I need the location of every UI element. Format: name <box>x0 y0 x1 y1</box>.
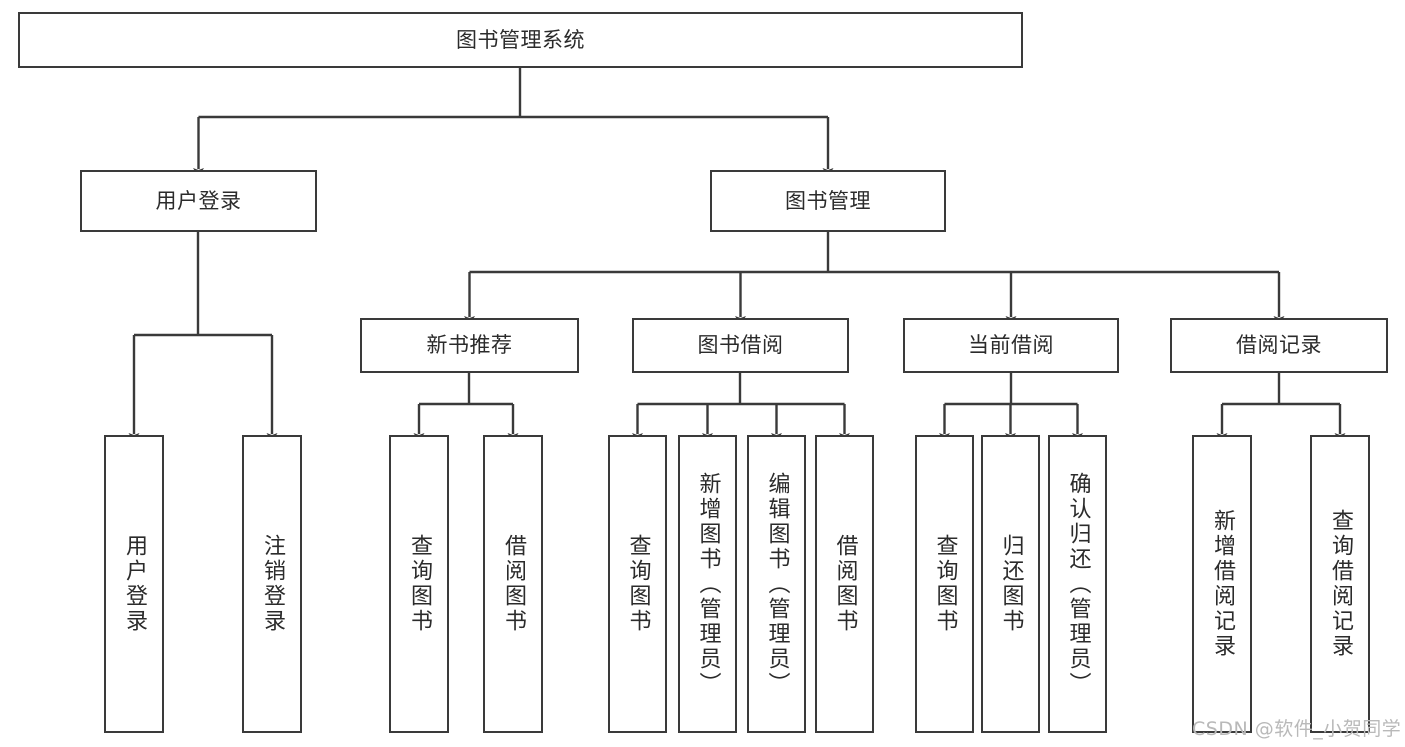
node-label: 用户登录 <box>155 188 242 213</box>
node-label: 注销登录 <box>260 534 285 634</box>
node-label: 查询借阅记录 <box>1328 509 1353 659</box>
node-label: 图书借阅 <box>697 333 784 358</box>
node-leaf-add-borrow-record[interactable]: 新增借阅记录 <box>1192 435 1252 733</box>
node-label: 借阅图书 <box>832 534 858 634</box>
node-leaf-logout[interactable]: 注销登录 <box>242 435 302 733</box>
node-leaf-borrow-book[interactable]: 借阅图书 <box>815 435 874 733</box>
node-leaf-query-book-rec[interactable]: 查询图书 <box>389 435 449 733</box>
node-leaf-borrow-book-rec[interactable]: 借阅图书 <box>483 435 543 733</box>
node-label: 新书推荐 <box>426 333 513 358</box>
node-label: 当前借阅 <box>968 333 1054 358</box>
node-leaf-edit-book-admin[interactable]: 编辑图书（管理员） <box>747 435 806 733</box>
node-leaf-query-borrow-record[interactable]: 查询借阅记录 <box>1310 435 1370 733</box>
node-l3-new-book-rec[interactable]: 新书推荐 <box>360 318 579 373</box>
node-root[interactable]: 图书管理系统 <box>18 12 1023 68</box>
node-label: 图书管理 <box>785 188 871 213</box>
connector-group <box>128 68 1346 442</box>
node-l2-book-manage[interactable]: 图书管理 <box>710 170 946 232</box>
node-l3-book-borrow[interactable]: 图书借阅 <box>632 318 849 373</box>
node-label: 借阅记录 <box>1236 333 1322 358</box>
node-label: 查询图书 <box>407 534 432 634</box>
node-l2-user-login[interactable]: 用户登录 <box>80 170 317 232</box>
node-label: 图书管理系统 <box>456 27 585 52</box>
node-leaf-return-book[interactable]: 归还图书 <box>981 435 1040 733</box>
node-l3-borrow-record[interactable]: 借阅记录 <box>1170 318 1388 373</box>
node-leaf-add-book-admin[interactable]: 新增图书（管理员） <box>678 435 737 733</box>
node-leaf-confirm-return-admin[interactable]: 确认归还（管理员） <box>1048 435 1107 733</box>
node-label: 查询图书 <box>932 534 958 634</box>
node-label: 查询图书 <box>625 534 651 634</box>
csdn-watermark: CSDN @软件_小贺同学 <box>1192 718 1402 740</box>
node-label: 归还图书 <box>998 534 1024 634</box>
node-leaf-query-book-current[interactable]: 查询图书 <box>915 435 974 733</box>
node-l3-current-borrow[interactable]: 当前借阅 <box>903 318 1119 373</box>
node-label: 编辑图书（管理员） <box>764 471 790 697</box>
node-leaf-query-book-borrow[interactable]: 查询图书 <box>608 435 667 733</box>
node-label: 新增图书（管理员） <box>695 471 721 697</box>
node-label: 确认归还（管理员） <box>1065 471 1091 697</box>
node-label: 新增借阅记录 <box>1210 509 1235 659</box>
node-label: 借阅图书 <box>501 534 526 634</box>
node-leaf-user-login[interactable]: 用户登录 <box>104 435 164 733</box>
node-label: 用户登录 <box>122 534 147 634</box>
